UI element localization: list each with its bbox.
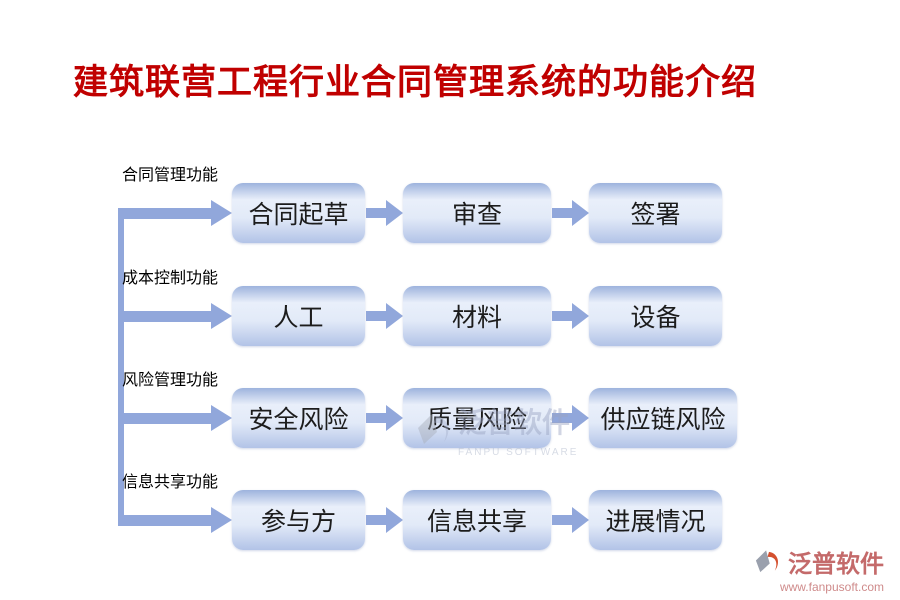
flow-node: 安全风险 (232, 388, 365, 448)
flow-node: 质量风险 (403, 388, 551, 448)
arrow-head-icon (385, 303, 403, 329)
arrow-head-icon (211, 200, 232, 226)
flow-node: 设备 (589, 286, 722, 346)
arrow-head-icon (571, 405, 589, 431)
arrow-body (551, 311, 572, 321)
arrow-body (551, 515, 572, 525)
branch-arrow-icon (118, 303, 232, 329)
branch-arrow-icon (118, 200, 232, 226)
arrow-body (118, 412, 211, 424)
arrow-body (365, 208, 386, 218)
flow-arrow-icon (551, 303, 589, 329)
flow-row-cost: 成本控制功能 人工 材料 设备 (118, 268, 722, 346)
flow-node: 材料 (403, 286, 551, 346)
watermark-subtext: FANPU SOFTWARE (458, 446, 579, 458)
arrow-head-icon (571, 200, 589, 226)
arrow-body (118, 514, 211, 526)
footer-brand-url: www.fanpusoft.com (779, 580, 884, 594)
flow-arrow-icon (365, 507, 403, 533)
arrow-head-icon (211, 303, 232, 329)
flow-arrow-icon (365, 200, 403, 226)
flow-node: 签署 (589, 183, 722, 243)
arrow-body (551, 413, 572, 423)
connector-vertical-line (118, 210, 124, 524)
flow-node: 信息共享 (403, 490, 551, 550)
fanpu-logo-icon (754, 546, 784, 578)
footer-brand-name: 泛普软件 (788, 549, 884, 578)
page-title: 建筑联营工程行业合同管理系统的功能介绍 (72, 62, 757, 103)
arrow-body (118, 207, 211, 219)
flow-row-risk: 风险管理功能 安全风险 质量风险 供应链风险 (118, 370, 737, 448)
flow-arrow-icon (551, 507, 589, 533)
arrow-head-icon (571, 303, 589, 329)
flow-node: 进展情况 (589, 490, 722, 550)
arrow-head-icon (385, 405, 403, 431)
arrow-head-icon (385, 200, 403, 226)
branch-arrow-icon (118, 405, 232, 431)
flow-arrow-icon (365, 303, 403, 329)
row-label: 风险管理功能 (122, 370, 219, 389)
arrow-body (551, 208, 572, 218)
row-label: 成本控制功能 (122, 268, 219, 287)
flow-arrow-icon (551, 405, 589, 431)
flow-node: 人工 (232, 286, 365, 346)
arrow-body (365, 413, 386, 423)
arrow-head-icon (385, 507, 403, 533)
footer-logo: 泛普软件 www.fanpusoft.com (754, 544, 884, 594)
arrow-head-icon (211, 507, 232, 533)
footer-logo-row: 泛普软件 (754, 544, 884, 579)
flow-arrow-icon (551, 200, 589, 226)
flow-arrow-icon (365, 405, 403, 431)
arrow-head-icon (571, 507, 589, 533)
flow-node: 供应链风险 (589, 388, 737, 448)
flow-node: 参与方 (232, 490, 365, 550)
row-label: 信息共享功能 (122, 472, 219, 491)
arrow-body (365, 311, 386, 321)
arrow-body (118, 310, 211, 322)
row-label: 合同管理功能 (122, 165, 219, 184)
flow-node: 合同起草 (232, 183, 365, 243)
flow-row-contract: 合同管理功能 合同起草 审查 签署 (118, 165, 722, 243)
flow-node: 审查 (403, 183, 551, 243)
branch-arrow-icon (118, 507, 232, 533)
arrow-body (365, 515, 386, 525)
arrow-head-icon (211, 405, 232, 431)
flow-row-info: 信息共享功能 参与方 信息共享 进展情况 (118, 472, 722, 550)
